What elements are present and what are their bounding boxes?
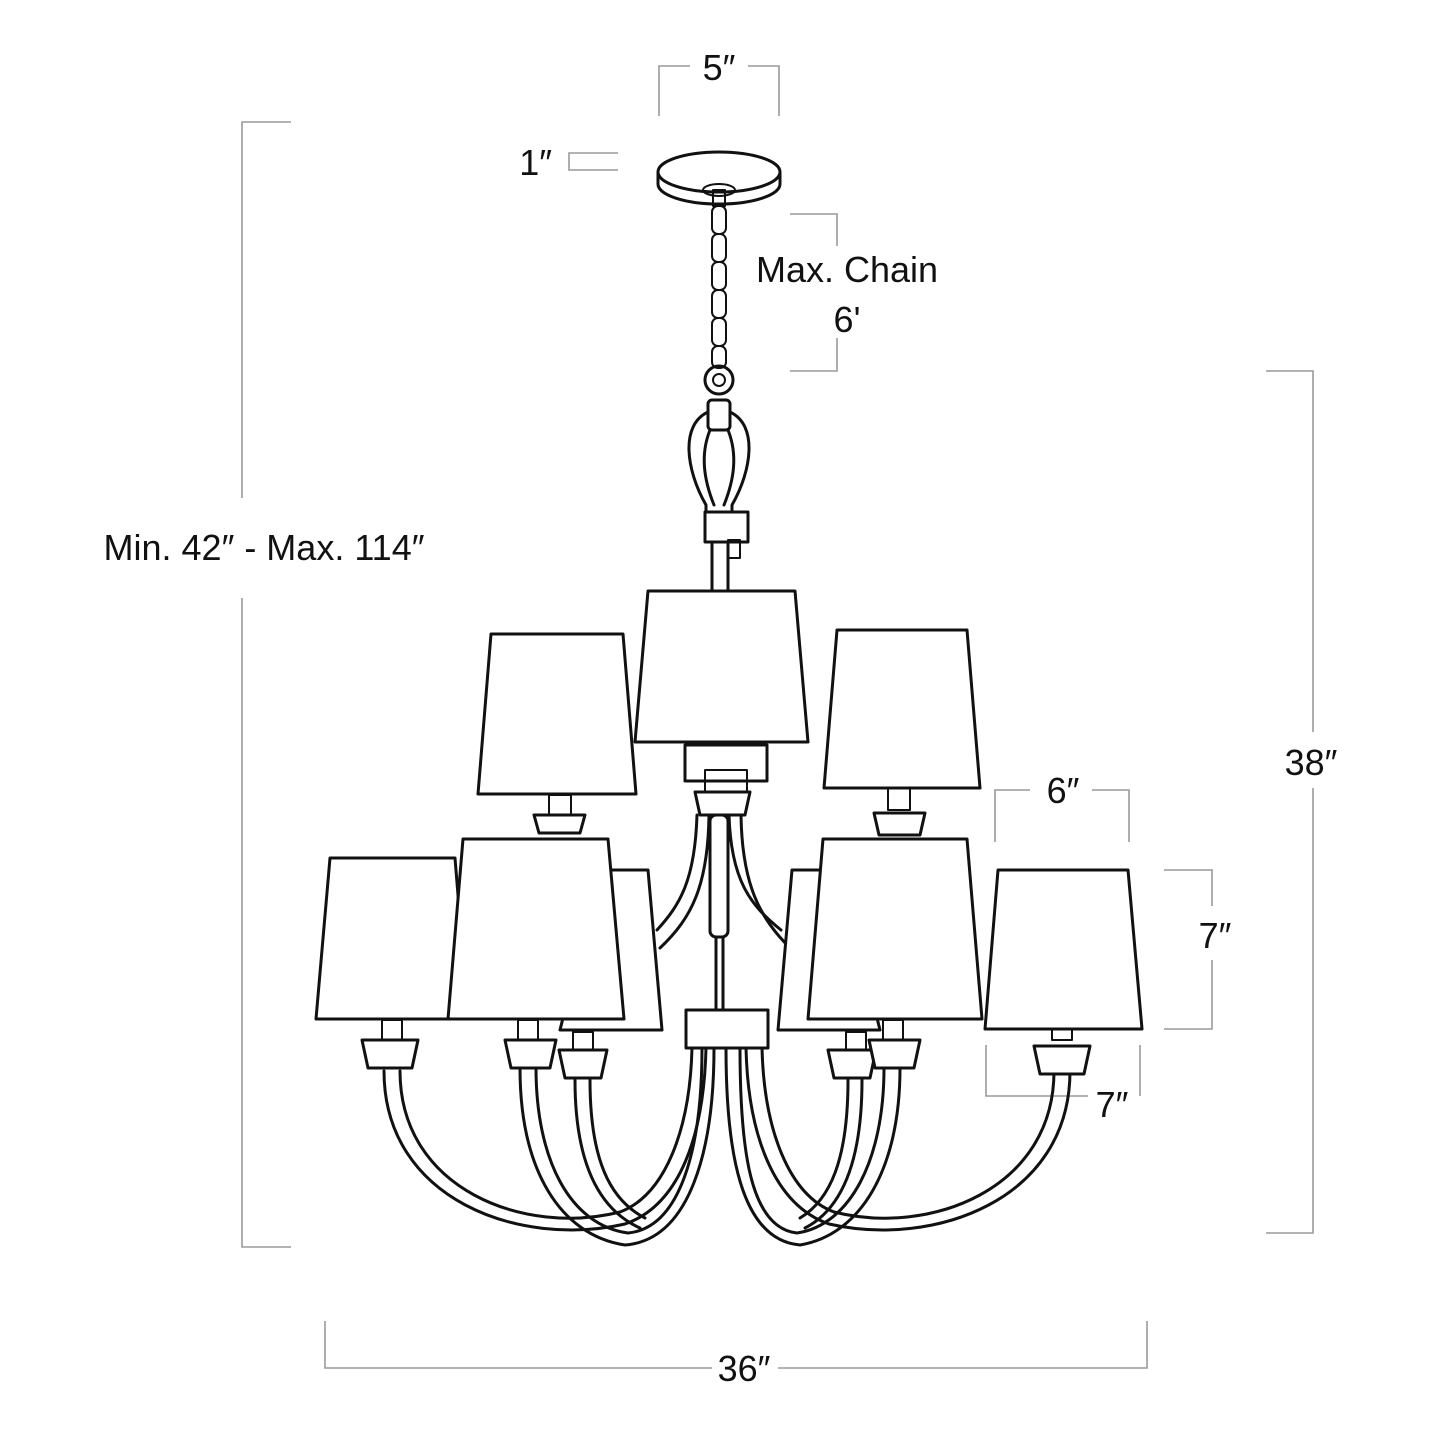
shade-height-label: 7″	[1199, 915, 1232, 956]
shade-top-bracket	[994, 789, 1130, 842]
shade-lower-right	[806, 837, 984, 1021]
body-height-bracket	[1266, 370, 1314, 1234]
overall-width-bracket	[324, 1321, 1148, 1369]
overall-width-label: 36″	[718, 1348, 771, 1389]
canopy-height-label: 1″	[519, 142, 552, 183]
socket-lower-2	[503, 1019, 558, 1070]
chain-title-label: Max. Chain	[756, 249, 938, 290]
shade-upper-left	[476, 632, 638, 796]
overall-height-bracket	[241, 121, 291, 1248]
shade-bottom-label: 7″	[1096, 1084, 1129, 1125]
socket-lower-4	[826, 1031, 878, 1080]
shade-upper-center	[633, 589, 810, 744]
overall-height-label: Min. 42″ - Max. 114″	[104, 527, 425, 568]
socket-lower-5	[867, 1019, 922, 1070]
body-height-label: 38″	[1285, 742, 1338, 783]
socket-upper-right	[872, 787, 927, 837]
canopy	[656, 150, 782, 207]
socket-upper-center	[683, 743, 769, 817]
shade-lower-left	[446, 837, 626, 1021]
dimension-lines	[241, 65, 1314, 1369]
chain-length-label: 6'	[834, 299, 861, 340]
shade-upper-right	[822, 628, 982, 790]
socket-lower-3	[557, 1031, 609, 1080]
shade-lower-far-left	[314, 856, 470, 1021]
socket-upper-left	[532, 794, 587, 835]
sockets	[360, 743, 1092, 1080]
shade-bottom-bracket	[985, 1045, 1141, 1097]
shade-height-bracket	[1164, 869, 1213, 1030]
canopy-height-bracket	[568, 152, 618, 171]
shade-lower-far-right	[983, 868, 1144, 1031]
chain	[703, 205, 735, 396]
crown-loop	[687, 398, 751, 594]
chain-bracket	[790, 213, 838, 372]
canopy-width-label: 5″	[703, 47, 736, 88]
shades	[314, 589, 1144, 1032]
arms	[382, 813, 1072, 1247]
canopy-width-bracket	[658, 65, 780, 116]
shade-top-label: 6″	[1047, 770, 1080, 811]
socket-lower-1	[360, 1019, 420, 1070]
